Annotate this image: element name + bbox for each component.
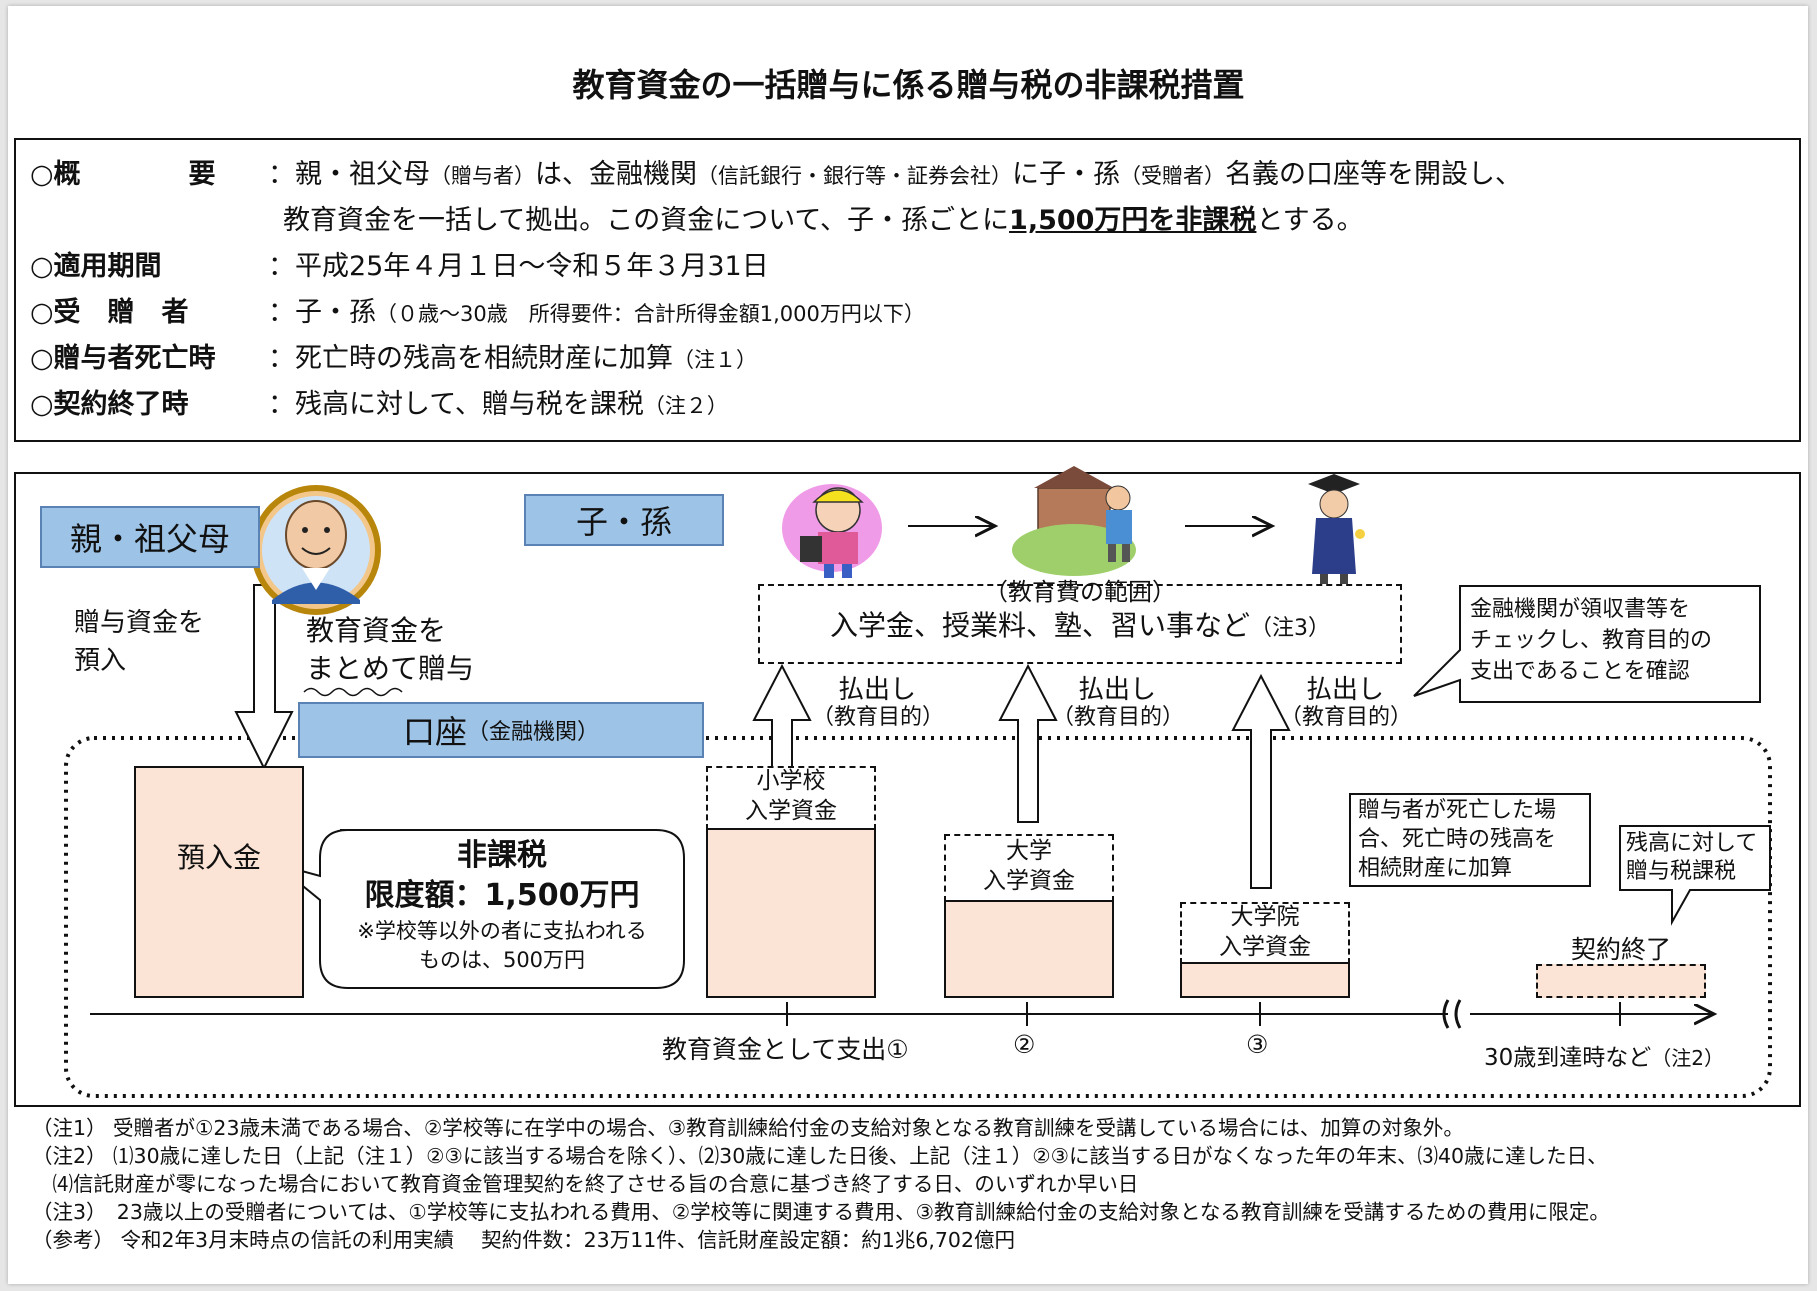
tax-free-callout — [275, 829, 685, 989]
deposit-box-label: 預入金 — [176, 841, 261, 874]
spend-label-3: ③ — [1246, 1030, 1269, 1059]
deposit-arrow — [234, 584, 294, 771]
tax-free-text: 非課税 限度額：1,500万円 ※学校等以外の者に支払われる ものは、500万円 — [357, 838, 647, 972]
school-campus-icon — [1012, 466, 1136, 576]
gift-label: 教育資金を まとめて贈与 — [306, 614, 475, 685]
university-fund-label: 大学 入学資金 — [983, 838, 1075, 894]
death-row: ○贈与者死亡時：死亡時の残高を相続財産に加算（注１） — [30, 343, 757, 374]
balance-tax-callout — [1619, 825, 1771, 926]
note-reference: （参考） 令和2年3月末時点の信託の利用実績 契約件数：23万11件、信託財産設… — [32, 1228, 1016, 1252]
note-1: （注1） 受贈者が①23歳未満である場合、②学校等に在学中の場合、③教育訓練給付… — [32, 1116, 1464, 1140]
grad-fund-label: 大学院 入学資金 — [1219, 904, 1311, 960]
deposit-label: 贈与資金を 預入 — [74, 608, 205, 676]
elementary-fund-bar — [706, 828, 876, 998]
spend-label-1: 教育資金として支出① — [662, 1035, 909, 1064]
bank-check-text: 金融機関が領収書等を チェックし、教育目的の 支出であることを確認 — [1470, 597, 1713, 684]
axis-break-icon — [1442, 999, 1462, 1029]
wavy-underline — [303, 687, 403, 697]
university-fund-bar — [944, 900, 1114, 998]
scope-title: （教育費の範囲） — [984, 578, 1176, 606]
child-student-icon — [782, 484, 882, 578]
overview-label: ○概 要 — [30, 159, 216, 190]
scope-text: 入学金、授業料、塾、習い事など（注3） — [829, 609, 1330, 642]
account-box: 口座（金融機関） — [298, 702, 704, 758]
note-2-cont: ⑷信託財産が零になった場合において教育資金管理契約を終了させる旨の合意に基づき終… — [32, 1172, 1139, 1196]
period-row: ○適用期間：平成25年４月１日～令和５年３月31日 — [30, 251, 769, 282]
spend-label-2: ② — [1013, 1030, 1036, 1059]
payout-arrow-3 — [1231, 673, 1291, 889]
page-title: 教育資金の一括贈与に係る贈与税の非課税措置 — [572, 66, 1245, 104]
overview-row: ○概 要：親・祖父母（贈与者）は、金融機関（信託銀行・銀行等・証券会社）に子・孫… — [30, 152, 1522, 191]
contract-end-bar — [1536, 964, 1706, 998]
payout-label-1: 払出し （教育目的） — [812, 675, 945, 730]
account-boundary — [64, 736, 1772, 1098]
diagram-box — [14, 472, 1801, 1107]
tax-free-amount: 1,500万円を非課税 — [1009, 205, 1257, 236]
graduate-icon — [1308, 474, 1365, 584]
grad-fund-box — [1180, 902, 1350, 964]
footnotes: （注1） 受贈者が①23歳未満である場合、②学校等に在学中の場合、③教育訓練給付… — [32, 1114, 1610, 1254]
payout-label-2: 払出し （教育目的） — [1052, 675, 1185, 730]
note-2: （注2） ⑴30歳に達した日（上記（注１）②③に該当する場合を除く）、⑵30歳に… — [32, 1144, 1608, 1168]
note-3: （注3） 23歳以上の受贈者については、①学校等に支払われる費用、②学校等に関連… — [32, 1200, 1610, 1224]
scope-box — [758, 584, 1402, 664]
balance-tax-text: 残高に対して 贈与税課税 — [1626, 831, 1758, 884]
recipient-row: ○受 贈 者：子・孫（０歳～30歳 所得要件：合計所得金額1,000万円以下） — [30, 297, 925, 328]
contract-end-label: 契約終了 — [1570, 935, 1671, 964]
overview-row-2: 教育資金を一括して拠出。この資金について、子・孫ごとに1,500万円を非課税とす… — [283, 205, 1364, 236]
end-row: ○契約終了時：残高に対して、贈与税を課税（注２） — [30, 389, 728, 420]
age-30-label: 30歳到達時など（注2） — [1484, 1045, 1725, 1071]
grandfather-icon — [251, 485, 381, 615]
death-note-box — [1349, 793, 1591, 887]
payout-label-3: 払出し （教育目的） — [1280, 675, 1413, 730]
summary-box: ○概 要：親・祖父母（贈与者）は、金融機関（信託銀行・銀行等・証券会社）に子・孫… — [14, 138, 1801, 442]
elementary-fund-box — [706, 766, 876, 830]
parent-box: 親・祖父母 — [40, 506, 260, 568]
payout-arrow-2 — [998, 663, 1058, 823]
elementary-fund-label: 小学校 入学資金 — [745, 768, 837, 824]
deposit-box — [134, 766, 304, 998]
child-box: 子・孫 — [524, 494, 724, 546]
university-fund-box — [944, 834, 1114, 902]
bank-check-callout — [1413, 585, 1761, 703]
grad-fund-bar — [1180, 962, 1350, 998]
death-note-text: 贈与者が死亡した場 合、死亡時の残高を 相続財産に加算 — [1358, 798, 1557, 881]
